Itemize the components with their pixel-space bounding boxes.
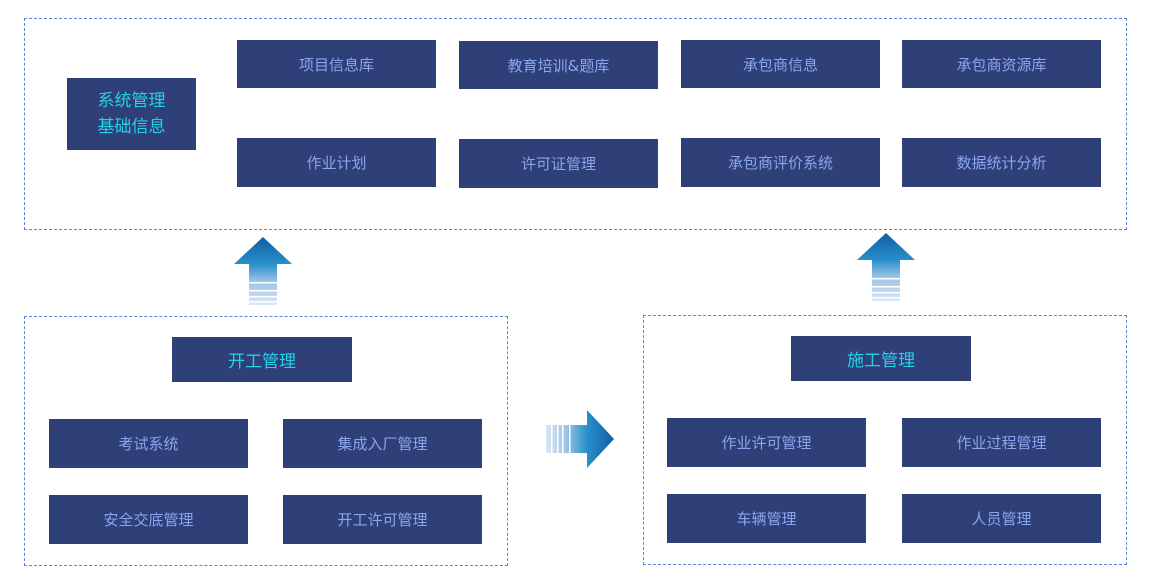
module-box[interactable]: 作业计划 xyxy=(237,138,436,187)
module-box[interactable]: 作业许可管理 xyxy=(667,418,866,467)
arrow-up-icon xyxy=(857,233,915,301)
module-box[interactable]: 安全交底管理 xyxy=(49,495,248,544)
module-box[interactable]: 人员管理 xyxy=(902,494,1101,543)
module-box[interactable]: 开工许可管理 xyxy=(283,495,482,544)
system-frame xyxy=(24,18,1127,230)
module-box[interactable]: 承包商评价系统 xyxy=(681,138,880,187)
module-box[interactable]: 数据统计分析 xyxy=(902,138,1101,187)
system-basic-info-box[interactable]: 系统管理 基础信息 xyxy=(67,78,196,150)
module-box[interactable]: 作业过程管理 xyxy=(902,418,1101,467)
start-management-frame xyxy=(24,316,508,566)
module-box[interactable]: 承包商资源库 xyxy=(902,40,1101,88)
module-box[interactable]: 考试系统 xyxy=(49,419,248,468)
module-box[interactable]: 承包商信息 xyxy=(681,40,880,88)
system-title-line2: 基础信息 xyxy=(97,117,166,137)
start-management-title[interactable]: 开工管理 xyxy=(172,337,352,382)
arrow-up-icon xyxy=(234,237,292,305)
arrow-right-icon xyxy=(546,410,614,468)
construction-management-frame xyxy=(643,315,1127,565)
module-box[interactable]: 集成入厂管理 xyxy=(283,419,482,468)
construction-management-title[interactable]: 施工管理 xyxy=(791,336,971,381)
module-box[interactable]: 教育培训&题库 xyxy=(459,41,658,89)
module-box[interactable]: 项目信息库 xyxy=(237,40,436,88)
module-box[interactable]: 车辆管理 xyxy=(667,494,866,543)
module-box[interactable]: 许可证管理 xyxy=(459,139,658,188)
system-title-line1: 系统管理 xyxy=(97,91,166,111)
